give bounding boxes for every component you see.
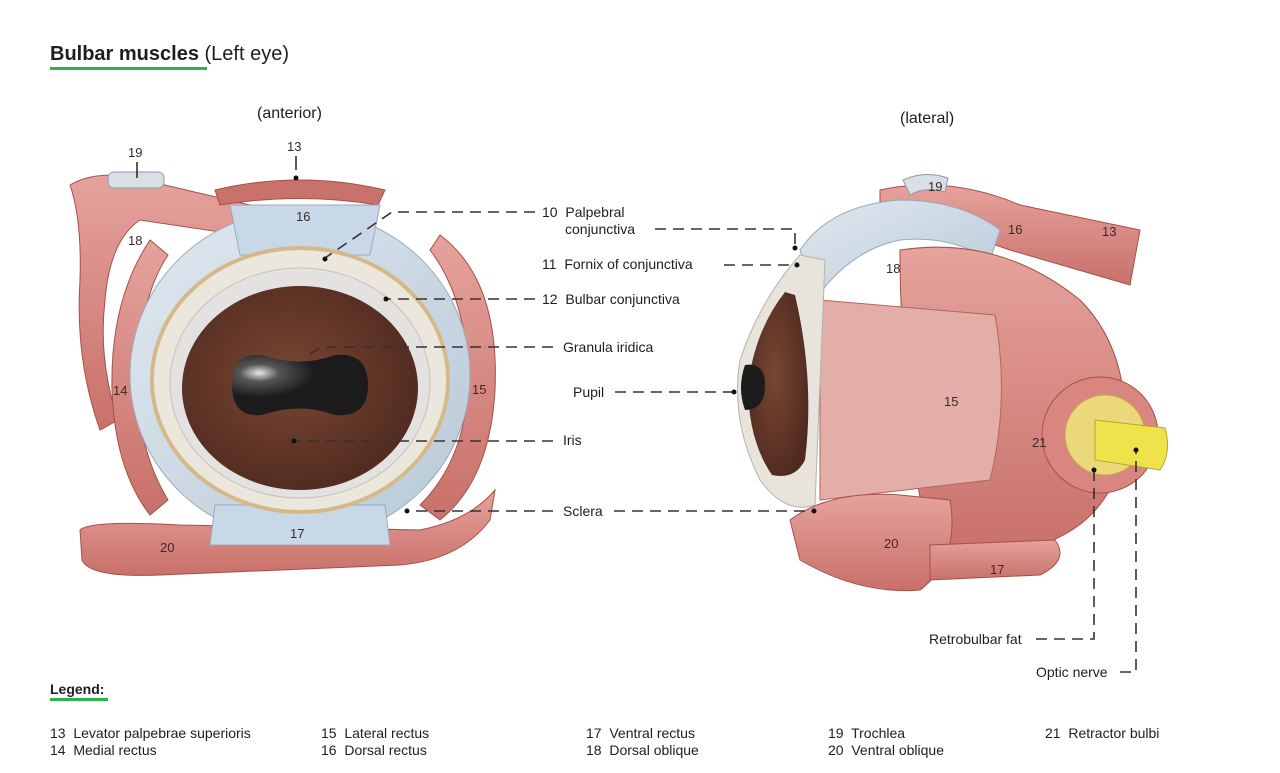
ant-num-20: 20: [160, 540, 174, 555]
legend-item: 16 Dorsal rectus: [321, 742, 427, 758]
ant-num-15: 15: [472, 382, 486, 397]
title-underline: [50, 67, 207, 70]
ant-num-19: 19: [128, 145, 142, 160]
lat-pupil: [741, 364, 765, 410]
lat-num-16: 16: [1008, 222, 1022, 237]
label-sclera: Sclera: [563, 503, 603, 519]
legend-item: 13 Levator palpebrae superioris: [50, 725, 251, 741]
lat-lateral-rectus: [819, 299, 1002, 501]
ant-num-13: 13: [287, 139, 301, 154]
ant-levator: [214, 179, 386, 206]
label-granula: Granula iridica: [563, 339, 653, 355]
lat-num-19: 19: [928, 179, 942, 194]
lat-dorsal-oblique: [799, 199, 1001, 302]
ant-num-16: 16: [296, 209, 310, 224]
lat-num-20: 20: [884, 536, 898, 551]
lat-iris: [748, 292, 809, 476]
legend-item: 20 Ventral oblique: [828, 742, 944, 758]
lat-num-15: 15: [944, 394, 958, 409]
label-pupil: Pupil: [573, 384, 604, 400]
legend-item: 21 Retractor bulbi: [1045, 725, 1160, 741]
lat-ventral-rectus: [929, 539, 1061, 581]
lat-optic-nerve: [1094, 419, 1169, 471]
legend-item: 15 Lateral rectus: [321, 725, 430, 741]
label-fornix: 11 Fornix of conjunctiva: [542, 256, 693, 272]
label-palpebral-1: 10 Palpebral: [542, 204, 625, 220]
lat-num-21: 21: [1032, 435, 1046, 450]
label-palpebral-2: conjunctiva: [565, 221, 635, 237]
label-retrobulbar: Retrobulbar fat: [929, 631, 1022, 647]
legend-item: 19 Trochlea: [828, 725, 906, 741]
legend-title: Legend:: [50, 681, 105, 697]
lat-num-18: 18: [886, 261, 900, 276]
view-label-anterior: (anterior): [257, 105, 322, 122]
lat-trochlea: [902, 174, 949, 196]
ant-num-17: 17: [290, 526, 304, 541]
ant-pupil: [232, 354, 368, 416]
label-optic: Optic nerve: [1036, 664, 1108, 680]
view-label-lateral: (lateral): [900, 110, 955, 127]
ant-num-14: 14: [113, 383, 127, 398]
lateral-eye: [737, 174, 1169, 592]
title-bold: Bulbar muscles: [50, 43, 199, 65]
legend-item: 14 Medial rectus: [50, 742, 157, 758]
ant-num-18: 18: [128, 233, 142, 248]
ant-dorsal-rectus: [229, 204, 381, 256]
ant-dorsal-oblique: [69, 174, 251, 431]
lat-num-17: 17: [990, 562, 1004, 577]
legend-item: 18 Dorsal oblique: [586, 742, 699, 758]
ant-trochlea: [107, 171, 165, 189]
legend-item: 17 Ventral rectus: [586, 725, 695, 741]
legend-underline: [50, 698, 108, 701]
label-iris: Iris: [563, 432, 582, 448]
lat-num-13: 13: [1102, 224, 1116, 239]
page-title: Bulbar muscles (Left eye): [50, 42, 289, 66]
title-rest: (Left eye): [198, 43, 290, 65]
label-bulbar: 12 Bulbar conjunctiva: [542, 291, 680, 307]
